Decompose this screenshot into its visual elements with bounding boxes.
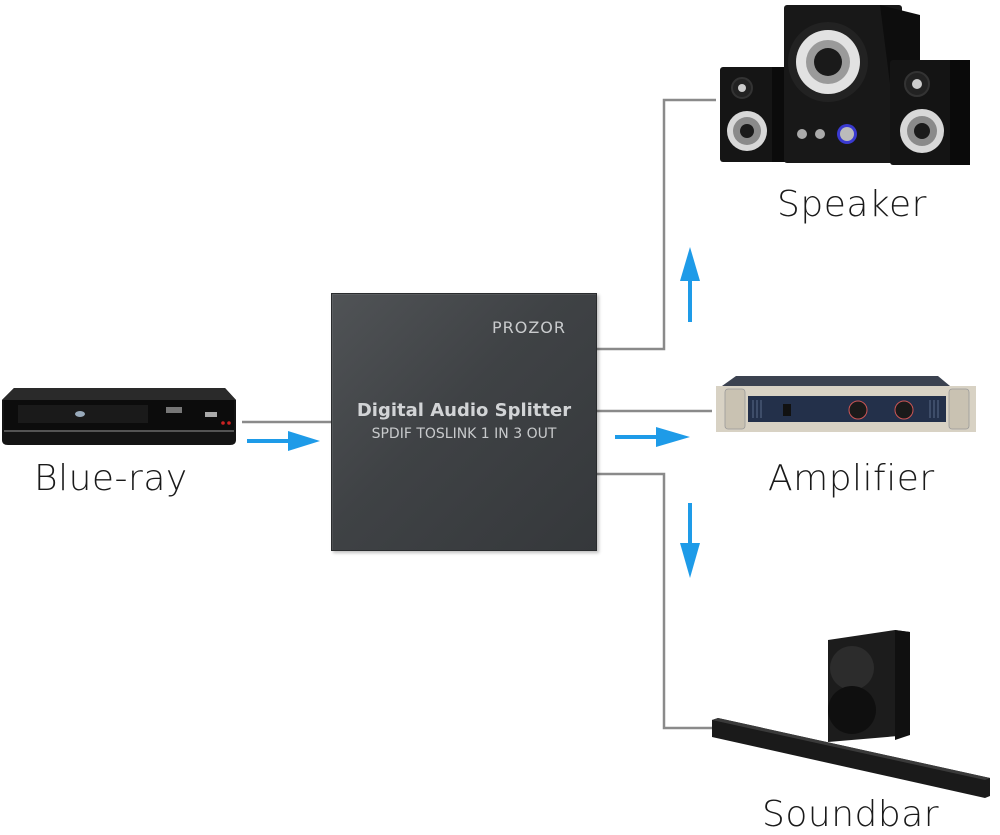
input-arrow-icon [247, 431, 320, 451]
splitter-brand: PROZOR [491, 318, 566, 337]
splitter-subtitle: SPDIF TOSLINK 1 IN 3 OUT [371, 426, 557, 442]
speaker-system-icon [720, 5, 970, 165]
bluray-player-icon [2, 388, 236, 445]
speaker-arrow-up-icon [680, 247, 700, 322]
amplifier-icon [716, 376, 976, 432]
speaker-connector-line [597, 98, 716, 351]
splitter-device: PROZOR Digital Audio Splitter SPDIF TOSL… [331, 293, 597, 551]
source-label: Blue-ray [34, 458, 188, 499]
amplifier-label: Amplifier [768, 458, 935, 499]
soundbar-connector-line [597, 472, 712, 730]
soundbar-icon [712, 630, 990, 798]
speaker-label: Speaker [777, 184, 927, 225]
amplifier-arrow-right-icon [615, 427, 690, 447]
splitter-title: Digital Audio Splitter [356, 400, 572, 421]
soundbar-label: Soundbar [762, 794, 940, 835]
soundbar-arrow-down-icon [680, 503, 700, 578]
